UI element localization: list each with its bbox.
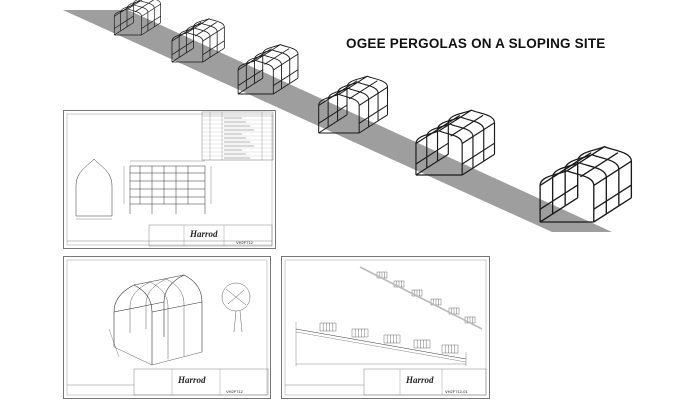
- logo-text: Harrod: [177, 375, 206, 385]
- title-block: Harrod VH2F712: [67, 368, 269, 396]
- title-block: Harrod VH2F712: [67, 224, 273, 247]
- mini-plan-path: [359, 266, 483, 330]
- logo-text: Harrod: [405, 375, 434, 385]
- pergola-5: [415, 109, 496, 176]
- drawing-sheet-site-section: Harrod VH2F712-01: [281, 256, 490, 399]
- section-pergola-2: [351, 328, 369, 338]
- side-elevation-view: [123, 160, 212, 214]
- pergola-rail: [194, 21, 217, 37]
- pergola-rail: [415, 142, 449, 165]
- parts-list-table: [201, 111, 274, 161]
- title-block: Harrod VH2F712-01: [285, 368, 487, 396]
- pergola-rail: [358, 86, 388, 106]
- pergola-rail: [553, 152, 592, 178]
- pergola-rail: [171, 40, 194, 55]
- pergola-base-rail: [358, 114, 388, 134]
- drawing-number: VH2F712: [226, 389, 244, 394]
- drawing-number: VH2F712-01: [445, 389, 468, 394]
- pergola-rail: [539, 184, 579, 210]
- pergola-base-rail: [171, 47, 194, 63]
- pergola-rail: [202, 26, 225, 42]
- pergola-rail: [120, 0, 141, 13]
- pergola-rail: [273, 53, 299, 71]
- pergola-rail: [438, 109, 472, 132]
- drawing-sheet-isometric: Harrod VH2F712: [63, 256, 271, 399]
- pergola-rail: [179, 21, 202, 37]
- section-pergola-3: [383, 334, 401, 344]
- pergola-base-rail: [318, 114, 348, 134]
- pergola-rail: [566, 146, 605, 172]
- drawing-sheet-elevation: Harrod VH2F712: [63, 110, 276, 249]
- pergola-base-rail: [141, 22, 161, 36]
- pergola-6: [539, 145, 633, 223]
- pergola-rail: [134, 0, 155, 13]
- pergola-rail: [593, 184, 632, 210]
- pergola-rail: [427, 114, 461, 137]
- pergola-rail: [450, 114, 484, 137]
- logo-text: Harrod: [189, 229, 218, 239]
- drawing-number: VH2F712: [236, 240, 254, 245]
- pergola-rail: [358, 104, 388, 124]
- pergola-base-rail: [593, 197, 632, 223]
- end-elevation-view: [75, 158, 113, 220]
- plan-view-sequence: [359, 266, 483, 330]
- pergola-base-rail: [202, 47, 225, 63]
- pergola-rail: [202, 40, 225, 55]
- pergola-arch: [133, 0, 161, 23]
- pergola-rail: [328, 80, 358, 100]
- pergola-base-rail: [461, 153, 495, 176]
- pergola-rail: [348, 80, 378, 100]
- pergola-rail: [273, 69, 299, 86]
- pergola-rail: [127, 0, 143, 10]
- pergola-base-rail: [237, 77, 263, 95]
- pergola-rail: [318, 104, 348, 124]
- pergola-2: [171, 18, 225, 63]
- pergola-1: [113, 0, 161, 36]
- pergola-rail: [461, 142, 495, 165]
- section-pergola-1: [319, 322, 337, 332]
- section-pergola-5: [441, 344, 459, 354]
- pergola-rail: [264, 48, 290, 65]
- title: OGEE PERGOLAS ON A SLOPING SITE: [346, 36, 606, 51]
- pergola-rail: [114, 15, 134, 29]
- section-pergola-4: [413, 339, 431, 349]
- pergola-group: [113, 0, 633, 223]
- pergola-4: [318, 75, 389, 134]
- pergola-rail: [461, 122, 495, 144]
- pergola-base-rail: [539, 197, 579, 223]
- pergola-rail: [187, 18, 210, 33]
- pergola-rail: [141, 3, 161, 17]
- pergola-rail: [141, 15, 161, 29]
- pergola-rail: [237, 69, 263, 86]
- pergola-base-rail: [415, 153, 449, 176]
- section-pergolas: [319, 322, 459, 354]
- pergola-rail: [593, 160, 632, 186]
- pergola-rail: [255, 44, 281, 61]
- pergola-rail: [338, 75, 368, 95]
- isometric-pergola-view: [108, 274, 203, 366]
- detail-callout: [221, 282, 251, 333]
- pergola-base-rail: [114, 22, 134, 36]
- pergola-rail: [580, 152, 619, 178]
- pergola-base-rail: [273, 77, 299, 95]
- pergola-3: [237, 44, 299, 95]
- section-view: [295, 322, 467, 366]
- pergola-rail: [246, 48, 272, 65]
